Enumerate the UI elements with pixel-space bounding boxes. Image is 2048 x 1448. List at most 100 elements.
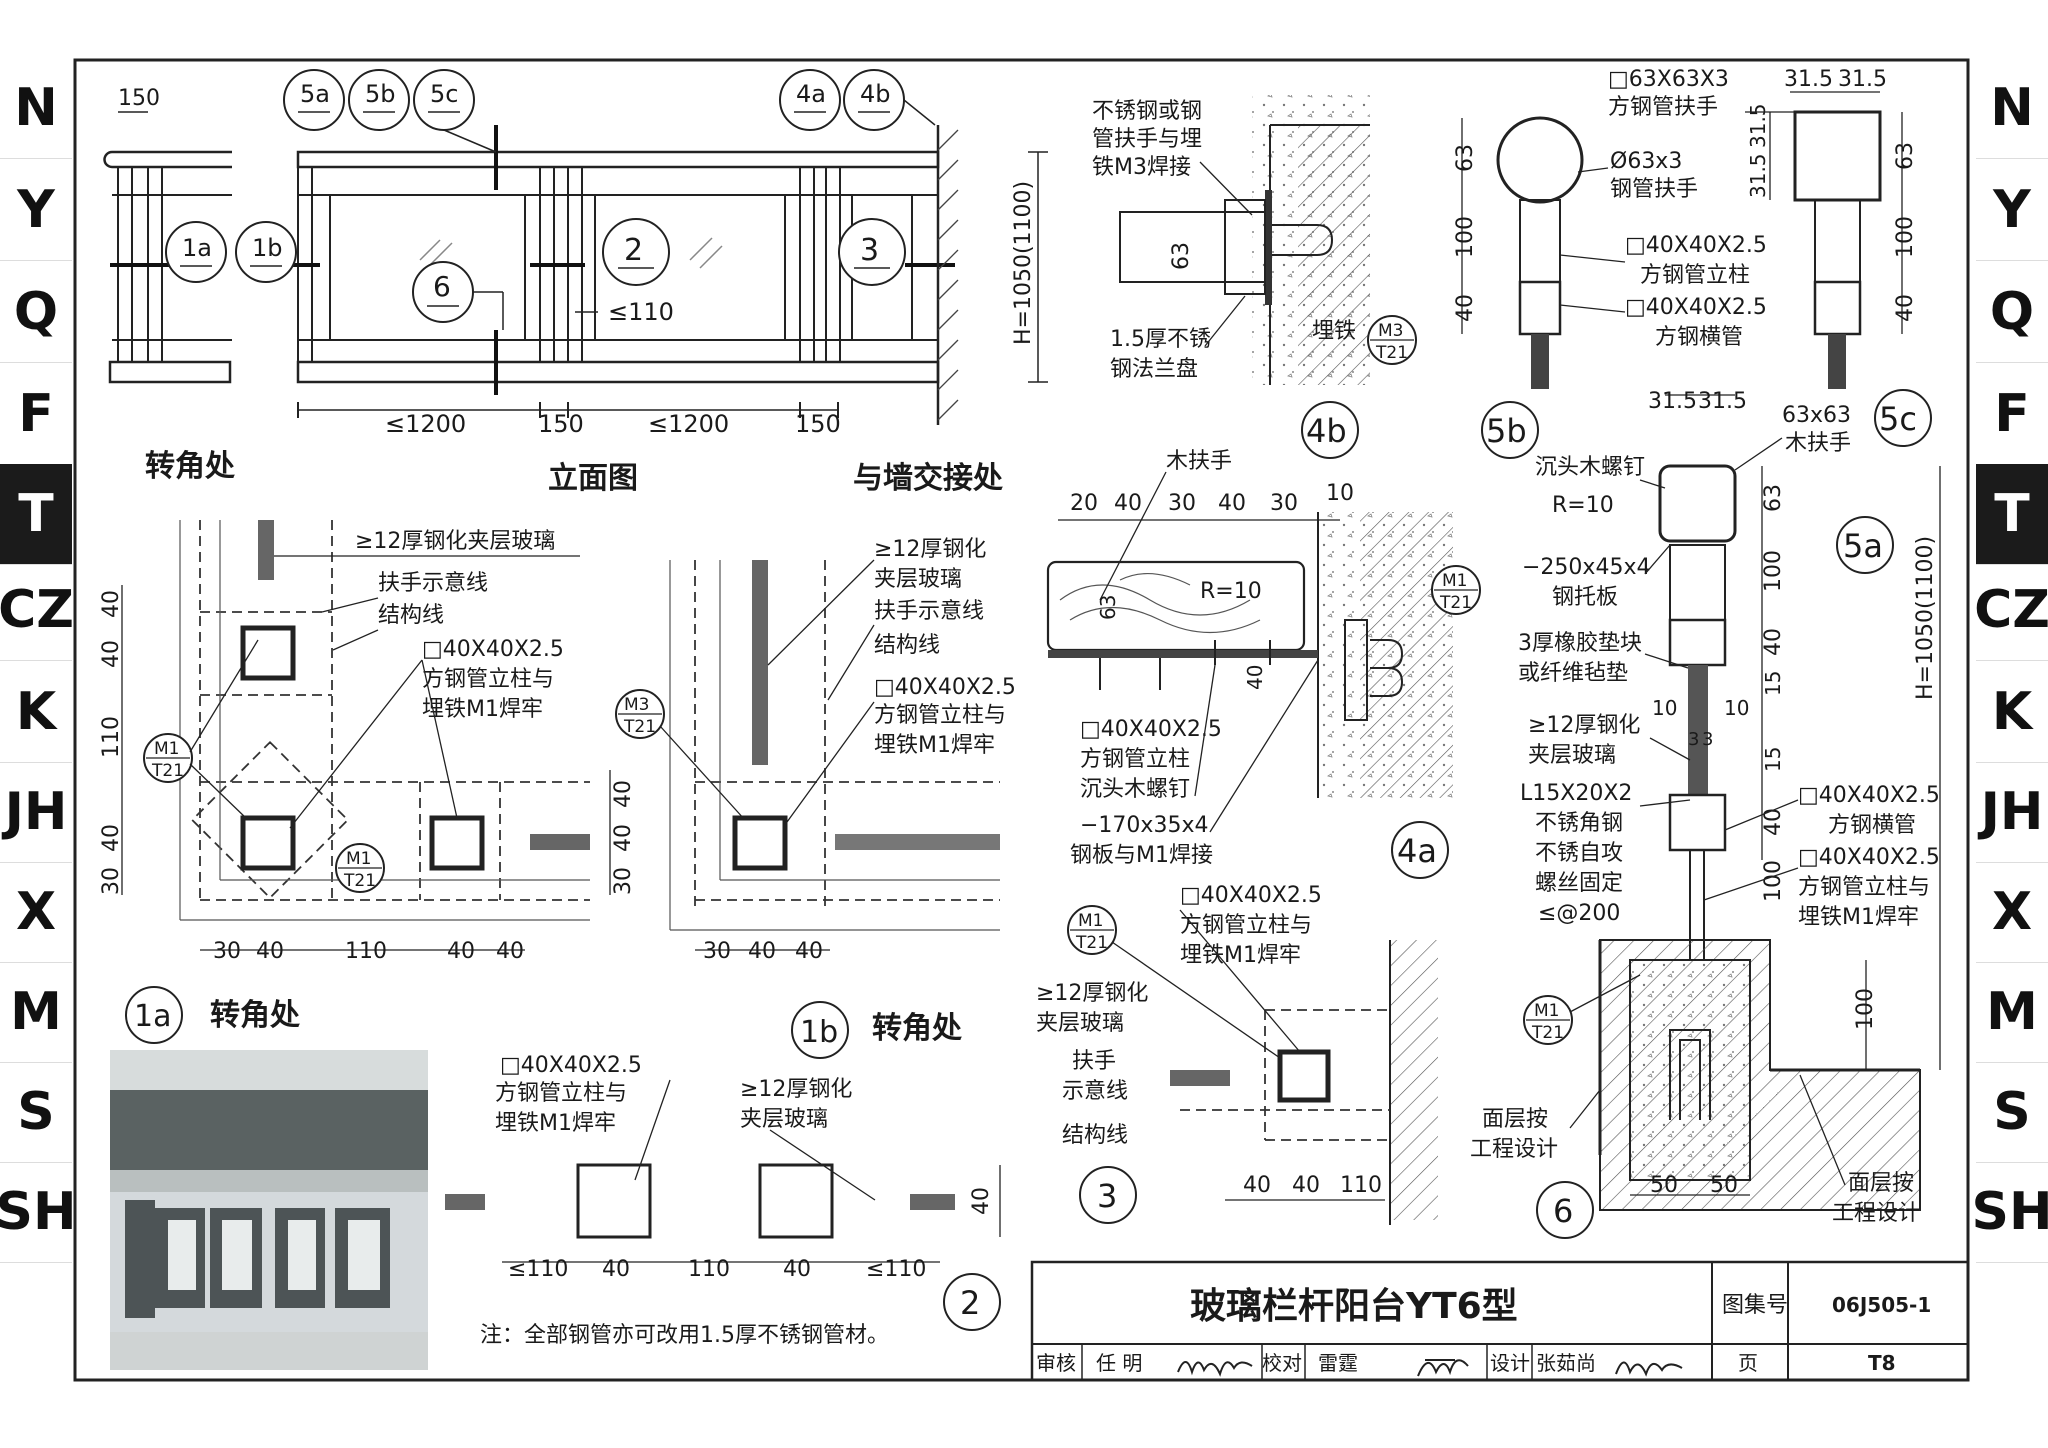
1b-tag: 1b: [800, 1015, 838, 1050]
5b-note-rail-1: □40X40X2.5: [1625, 295, 1767, 320]
bubble-1a: 1a: [182, 234, 212, 262]
index-tab-k[interactable]: K: [0, 662, 72, 763]
5a-note-screw: 沉头木螺钉: [1535, 455, 1645, 480]
dim-150-a: 150: [538, 410, 584, 438]
5c-tag: 5c: [1879, 400, 1917, 438]
index-tab-s[interactable]: S: [1976, 1062, 2048, 1163]
1b-note-post-2: 方钢管立柱与: [874, 703, 1006, 728]
wall-junction-label: 与墙交接处: [853, 461, 1003, 496]
index-tab-sh[interactable]: SH: [0, 1162, 77, 1263]
index-tab-jh[interactable]: JH: [0, 762, 72, 863]
3-note-handrail-2: 示意线: [1062, 1079, 1128, 1104]
index-tab-jh[interactable]: JH: [1976, 762, 2048, 863]
1a-dim-bottom-4: 40: [447, 939, 475, 964]
index-tab-n[interactable]: N: [1976, 58, 2048, 159]
1a-dim-left-2: 40: [99, 640, 124, 668]
2-note-glass-2: 夹层玻璃: [740, 1107, 828, 1132]
3-note-structure: 结构线: [1062, 1123, 1128, 1148]
5a-note-rail-2: 方钢横管: [1828, 813, 1916, 838]
4a-dim-top-3: 30: [1168, 491, 1196, 516]
1a-dim-left-1: 40: [99, 590, 124, 618]
3-note-handrail-1: 扶手: [1072, 1049, 1116, 1074]
5c-dim-side-3: 63: [1893, 142, 1918, 170]
index-tab-y[interactable]: Y: [1976, 160, 2048, 261]
2-dim-1: ≤110: [508, 1257, 568, 1282]
index-tab-sh[interactable]: SH: [1972, 1162, 2048, 1263]
6-dim-bottom-2: 50: [1710, 1173, 1738, 1198]
atlas-label: 图集号: [1722, 1293, 1788, 1318]
4b-note-handrail-1: 不锈钢或钢: [1092, 99, 1202, 124]
6-ref-top: M1: [1534, 1001, 1559, 1021]
5c-dim-top-1: 31.5: [1784, 67, 1833, 92]
detail-6: 100 50 50 M1 T21 面层按 工程设计 面层按 工程设计 6: [1470, 960, 1920, 1239]
5a-note-angle-4: 螺丝固定: [1535, 871, 1623, 896]
index-tab-k[interactable]: K: [1976, 662, 2048, 763]
2-dim-3: 110: [688, 1257, 730, 1282]
index-tab-cz[interactable]: CZ: [0, 560, 74, 661]
6-note-left-2: 工程设计: [1470, 1137, 1558, 1162]
5b-note-round-2: 钢管扶手: [1610, 177, 1698, 202]
5c-dim-side-5: 40: [1893, 294, 1918, 322]
5a-dim-top-2: 31.5: [1698, 389, 1747, 414]
index-tab-q[interactable]: Q: [1976, 262, 2048, 363]
1b-note-glass-1: ≥12厚钢化: [874, 537, 986, 562]
index-tab-n[interactable]: N: [0, 58, 72, 159]
5a-dim-mid-2: 3: [1688, 729, 1699, 750]
index-tab-y[interactable]: Y: [0, 160, 72, 261]
bubble-4a: 4a: [796, 80, 826, 108]
4a-dim-top-2: 40: [1114, 491, 1142, 516]
index-tab-s[interactable]: S: [0, 1062, 72, 1163]
1a-note-post-2: 方钢管立柱与: [422, 667, 554, 692]
balcony-photo: [110, 1050, 428, 1370]
index-tab-f[interactable]: F: [1976, 364, 2048, 465]
1a-dim-left-3: 110: [99, 716, 124, 758]
3-ref-bottom: T21: [1075, 933, 1108, 953]
5a-dim-side-6: 40: [1761, 808, 1786, 836]
5b-dim-40: 40: [1453, 294, 1478, 322]
index-tab-t[interactable]: T: [1976, 464, 2048, 565]
detail-1b: 40 40 30 30 40 40 ≥12厚钢化 夹层玻璃 扶手示意线 结构线 …: [609, 537, 1016, 1059]
5c-dim-side-2: 31.5: [1746, 153, 1770, 198]
check-name: 雷霆: [1318, 1351, 1358, 1375]
detail-5c: 31.5 31.5 31.5 31.5 63 100 40 5c: [1745, 67, 1932, 447]
5a-note-pad-2: 或纤维毡垫: [1518, 661, 1628, 686]
5a-note-angle-1: L15X20X2: [1520, 781, 1632, 806]
dim-150-top: 150: [118, 86, 160, 111]
index-tab-q[interactable]: Q: [0, 262, 72, 363]
1a-dim-left-5: 30: [99, 867, 124, 895]
design-name: 张茹尚: [1536, 1351, 1596, 1375]
index-tab-x[interactable]: X: [0, 862, 72, 963]
5a-note-angle-3: 不锈自攻: [1535, 841, 1623, 866]
5a-dim-side-5: 15: [1761, 747, 1785, 772]
bubble-5c: 5c: [430, 80, 458, 108]
3-note-glass-2: 夹层玻璃: [1036, 1011, 1124, 1036]
6-dim-bottom-1: 50: [1650, 1173, 1678, 1198]
5a-note-plate-1: −250x45x4: [1522, 555, 1650, 580]
5b-note-round-1: Ø63x3: [1610, 149, 1682, 174]
index-tab-m[interactable]: M: [0, 962, 72, 1063]
detail-1a: 40 40 110 40 30 30 40 110 40 40 ≥12厚钢化夹层…: [99, 520, 590, 1044]
4a-note-post-2: 方钢管立柱: [1080, 747, 1190, 772]
1b-dim-left-2: 40: [611, 824, 636, 852]
index-tab-t[interactable]: T: [0, 464, 72, 565]
3-note-post-2: 方钢管立柱与: [1180, 913, 1312, 938]
index-tab-cz[interactable]: CZ: [1974, 560, 2048, 661]
4a-radius: R=10: [1200, 579, 1262, 604]
index-tab-m[interactable]: M: [1976, 962, 2048, 1063]
3-note-post-3: 埋铁M1焊牢: [1180, 943, 1301, 968]
index-tab-x[interactable]: X: [1976, 862, 2048, 963]
1b-dim-bottom-1: 30: [703, 939, 731, 964]
detail-4a: 20 40 30 40 30 10 木扶手 R=10 63 40 M1 T21 …: [1046, 449, 1481, 879]
5c-dim-side-4: 100: [1893, 216, 1918, 258]
5a-note-glass-1: ≥12厚钢化: [1528, 713, 1640, 738]
5a-dim-side-1: 63: [1761, 484, 1786, 512]
1a-note-structure: 结构线: [378, 603, 444, 628]
2-note-post-1: □40X40X2.5: [500, 1053, 642, 1078]
4b-note-flange-2: 钢法兰盘: [1110, 357, 1198, 382]
4b-note-handrail-3: 铁M3焊接: [1092, 155, 1191, 180]
5b-note-post-2: 方钢管立柱: [1640, 263, 1750, 288]
5a-note-post-2: 方钢管立柱与: [1798, 875, 1930, 900]
4b-note-flange-1: 1.5厚不锈: [1110, 327, 1211, 352]
detail-5a: 31.5 31.5 63x63 木扶手 沉头木螺钉 R=10 −250x45x4…: [1518, 389, 1941, 1211]
5b-note-top-1: □63X63X3: [1608, 67, 1729, 92]
